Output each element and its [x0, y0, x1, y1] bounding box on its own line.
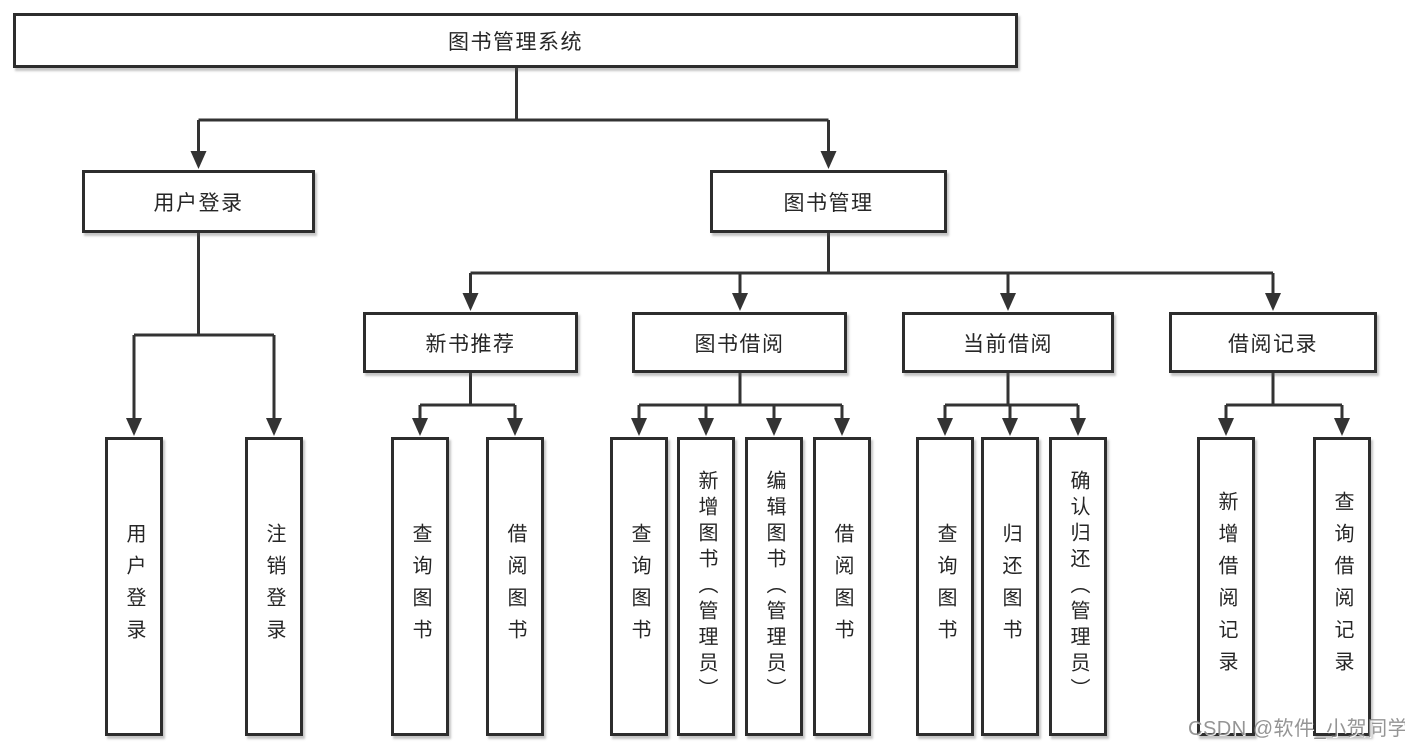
- leaf-edit-books-admin-label: 编辑图书（管理员）: [763, 469, 785, 704]
- node-borrow-records-label: 借阅记录: [1228, 332, 1318, 356]
- leaf-query-books-borrow-label: 查询图书: [628, 522, 650, 651]
- node-book-management: 图书管理: [710, 170, 947, 233]
- node-new-book-recommend-label: 新书推荐: [425, 332, 516, 356]
- leaf-query-books-recommend: 查询图书: [391, 437, 449, 736]
- connector-book-management-group: [462, 233, 1281, 311]
- connector-new-book-group: [412, 373, 523, 436]
- connector-current-borrow-group: [937, 373, 1086, 436]
- connector-borrow-records-group: [1218, 373, 1350, 436]
- leaf-return-books-label: 归还图书: [999, 522, 1021, 651]
- csdn-watermark: CSDN @软件_小贺同学: [1188, 718, 1405, 740]
- leaf-return-books: 归还图书: [981, 437, 1039, 736]
- leaf-logout-label: 注销登录: [263, 522, 285, 651]
- node-current-borrow: 当前借阅: [902, 312, 1114, 373]
- leaf-query-books-current: 查询图书: [916, 437, 974, 736]
- node-book-management-label: 图书管理: [783, 191, 874, 215]
- leaf-query-books-current-label: 查询图书: [934, 522, 956, 651]
- node-book-borrow: 图书借阅: [632, 312, 847, 373]
- connector-root-to-level2: [190, 68, 837, 169]
- leaf-borrow-books-recommend: 借阅图书: [486, 437, 544, 736]
- leaf-confirm-return-admin: 确认归还（管理员）: [1049, 437, 1107, 736]
- leaf-query-borrow-record-label: 查询借阅记录: [1331, 490, 1353, 683]
- node-user-login: 用户登录: [82, 170, 315, 233]
- connector-user-login-group: [126, 233, 282, 436]
- leaf-query-books-recommend-label: 查询图书: [409, 522, 431, 651]
- leaf-borrow-books-label: 借阅图书: [831, 522, 853, 651]
- leaf-add-borrow-record: 新增借阅记录: [1197, 437, 1255, 736]
- leaf-add-books-admin: 新增图书（管理员）: [677, 437, 735, 736]
- node-user-login-label: 用户登录: [153, 191, 244, 215]
- node-root-system: 图书管理系统: [13, 13, 1018, 68]
- leaf-confirm-return-admin-label: 确认归还（管理员）: [1067, 469, 1089, 704]
- leaf-user-login: 用户登录: [105, 437, 163, 736]
- leaf-edit-books-admin: 编辑图书（管理员）: [745, 437, 803, 736]
- node-new-book-recommend: 新书推荐: [363, 312, 578, 373]
- leaf-add-borrow-record-label: 新增借阅记录: [1215, 490, 1237, 683]
- leaf-logout: 注销登录: [245, 437, 303, 736]
- leaf-add-books-admin-label: 新增图书（管理员）: [695, 469, 717, 704]
- node-current-borrow-label: 当前借阅: [963, 332, 1053, 356]
- leaf-borrow-books: 借阅图书: [813, 437, 871, 736]
- leaf-user-login-label: 用户登录: [123, 522, 145, 651]
- node-root-label: 图书管理系统: [448, 30, 583, 54]
- connector-book-borrow-group: [631, 373, 850, 436]
- node-borrow-records: 借阅记录: [1169, 312, 1377, 373]
- leaf-borrow-books-recommend-label: 借阅图书: [504, 522, 526, 651]
- leaf-query-borrow-record: 查询借阅记录: [1313, 437, 1371, 736]
- node-book-borrow-label: 图书借阅: [694, 332, 785, 356]
- leaf-query-books-borrow: 查询图书: [610, 437, 668, 736]
